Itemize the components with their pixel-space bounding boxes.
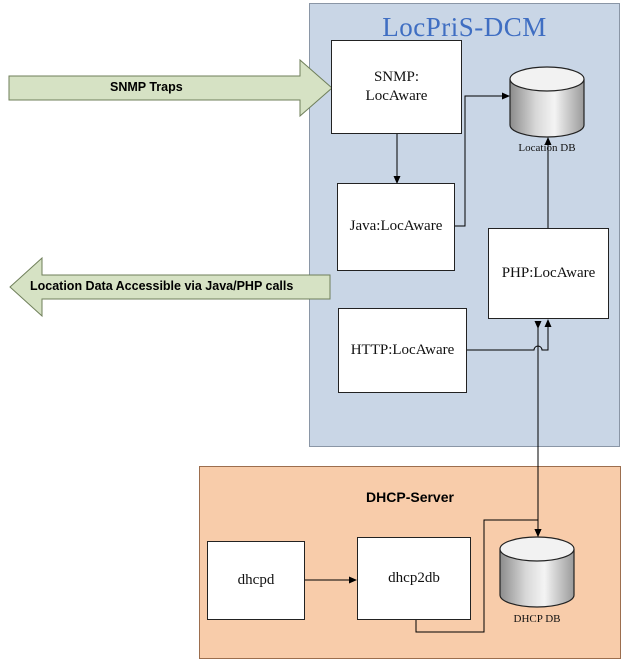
dhcp2db-to-dhcp-db-connector xyxy=(415,519,542,633)
java-to-location-db-connector xyxy=(455,92,510,227)
location-db-cylinder xyxy=(509,66,585,138)
http-locaware-box: HTTP:LocAware xyxy=(338,308,467,393)
location-data-arrow-shape xyxy=(9,256,331,318)
dhcp-db-label: DHCP DB xyxy=(513,613,561,625)
dhcp-db-cylinder xyxy=(499,536,575,608)
php-locaware-box: PHP:LocAware xyxy=(488,228,609,319)
snmp-traps-arrow-shape xyxy=(8,58,333,118)
locpris-dcm-title: LocPriS-DCM xyxy=(382,12,547,42)
dhcp-server-title: DHCP-Server xyxy=(366,489,454,505)
location-data-label: Location Data Accessible via Java/PHP ca… xyxy=(30,279,294,293)
location-db-label: Location DB xyxy=(518,142,576,154)
dhcpd-box: dhcpd xyxy=(207,541,305,620)
snmp-traps-label: SNMP Traps xyxy=(110,80,183,94)
java-locaware-box: Java:LocAware xyxy=(337,183,455,271)
http-to-php-connector xyxy=(467,319,552,351)
snmp-locaware-box: SNMP: LocAware xyxy=(331,40,462,134)
dhcp2db-box: dhcp2db xyxy=(357,537,471,620)
